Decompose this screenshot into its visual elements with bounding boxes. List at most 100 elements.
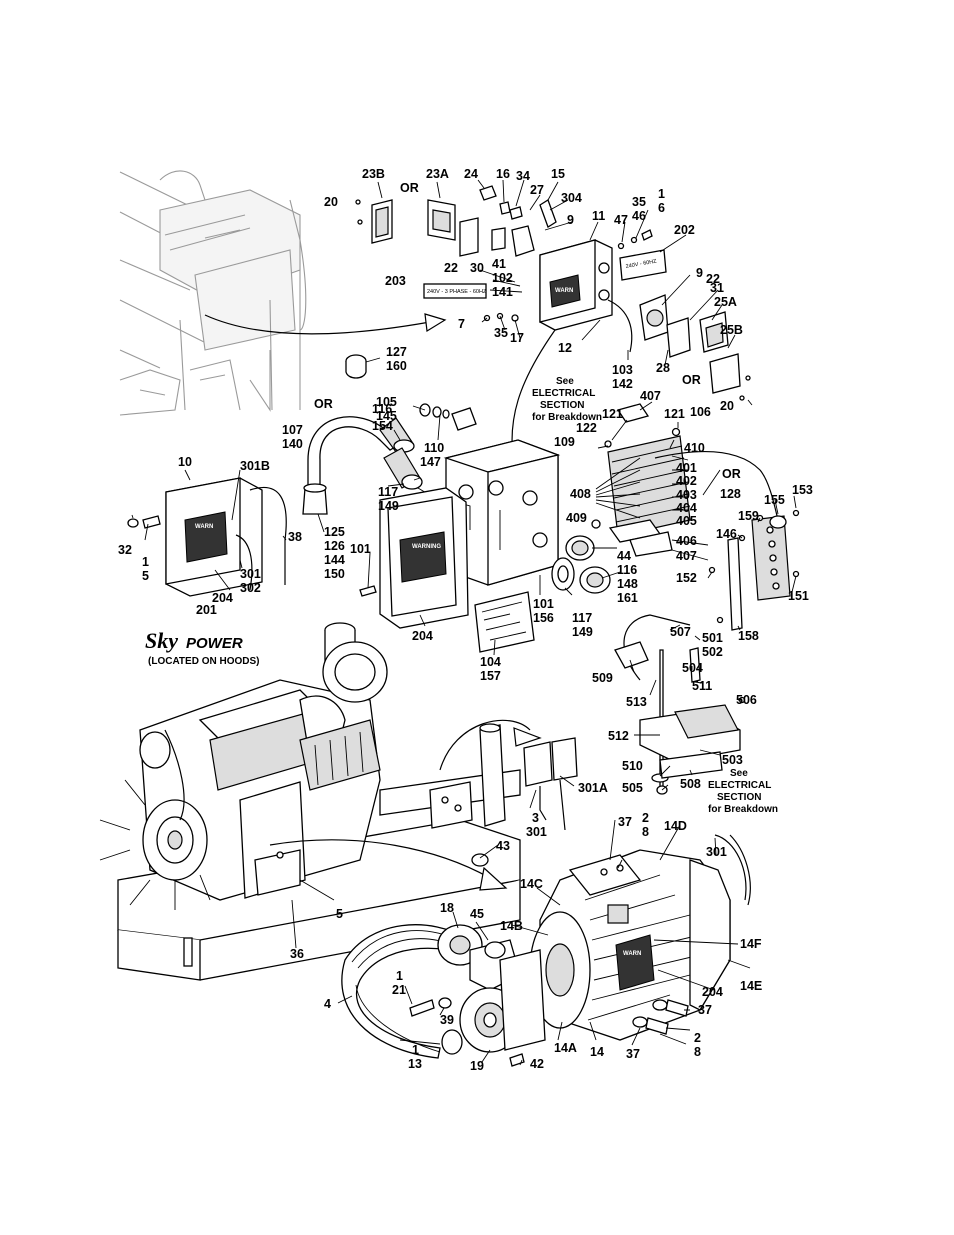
arrow-to-control-box: [204, 314, 431, 335]
nut-43: [471, 853, 489, 867]
part-label: 145: [376, 409, 397, 423]
part-label: OR: [314, 397, 333, 411]
washer-39: [438, 997, 452, 1009]
note-bottom-line2: ELECTRICAL: [708, 780, 771, 791]
plate-203: 240V - 3 PHASE - 60HZ: [423, 283, 487, 299]
bracket-128: [654, 450, 779, 521]
plate-45: [499, 949, 546, 1051]
part-label: 41: [492, 257, 506, 271]
svg-text:WARN: WARN: [623, 951, 641, 957]
part-label: 2: [694, 1031, 701, 1045]
note-top-line2: ELECTRICAL: [532, 388, 595, 399]
logo-sky: Sky: [145, 628, 178, 653]
part-label: 107: [282, 423, 303, 437]
part-label: 302: [240, 581, 261, 595]
part-label: 401: [676, 461, 697, 475]
part-label: 34: [516, 169, 530, 183]
part-label: 22: [706, 272, 720, 286]
part-label: 203: [385, 274, 406, 288]
part-label: 102: [492, 271, 513, 285]
note-top-line4: for Breakdown: [532, 412, 602, 423]
part-label: 1: [658, 187, 665, 201]
part-label: 44: [617, 549, 631, 563]
part-label: 148: [617, 577, 638, 591]
part-label: 14F: [740, 937, 762, 951]
cover-101: WARNING: [379, 487, 469, 629]
part-label: 103: [612, 363, 633, 377]
part-label: 105: [376, 395, 397, 409]
part-label: 406: [676, 534, 697, 548]
part-label: 10: [178, 455, 192, 469]
fitting-127: [345, 354, 367, 379]
part-label: 27: [530, 183, 544, 197]
fasteners-35-46-47: [617, 229, 653, 250]
part-label: 151: [788, 589, 809, 603]
switch-30: [491, 227, 506, 251]
part-label: 122: [576, 421, 597, 435]
part-label: 36: [290, 947, 304, 961]
switch-25A: [699, 311, 729, 353]
plate-202: 240V - 60HZ: [619, 249, 667, 281]
part-label: 508: [680, 777, 701, 791]
part-label: 158: [738, 629, 759, 643]
part-label: 25B: [720, 323, 743, 337]
part-label: 25A: [714, 295, 737, 309]
switch-25B: [709, 353, 741, 394]
part-label: 104: [480, 655, 501, 669]
part-label: 407: [640, 389, 661, 403]
part-label: 14C: [520, 877, 543, 891]
part-label: 19: [470, 1059, 484, 1073]
receptacle-9b: [639, 294, 669, 341]
part-label: 409: [566, 511, 587, 525]
part-label: 101: [533, 597, 554, 611]
part-label: 407: [676, 549, 697, 563]
part-label: 7: [458, 317, 465, 331]
skypower-logo: Sky POWER (LOCATED ON HOODS): [145, 628, 259, 667]
part-label: 505: [622, 781, 643, 795]
part-label: 4: [324, 997, 331, 1011]
arrow-to-generator: [269, 839, 491, 879]
part-label: 513: [626, 695, 647, 709]
part-label: 5: [336, 907, 343, 921]
part-label: 1: [142, 555, 149, 569]
plate-203-text: 240V - 3 PHASE - 60HZ: [427, 289, 487, 295]
part-label: 35: [632, 195, 646, 209]
cover-9a: [511, 225, 535, 257]
part-label: 121: [664, 407, 685, 421]
part-label: 142: [612, 377, 633, 391]
part-label: 121: [602, 407, 623, 421]
logo-location-note: (LOCATED ON HOODS): [148, 656, 259, 667]
bolt-21: [409, 999, 435, 1017]
part-label: 204: [702, 985, 723, 999]
parts-16-34-27: [499, 201, 523, 220]
part-label: 153: [792, 483, 813, 497]
part-label: 5: [142, 569, 149, 583]
part-label: 201: [196, 603, 217, 617]
screw-101a: [359, 585, 377, 597]
part-24: [479, 185, 497, 201]
part-label: 116: [372, 402, 392, 416]
part-label: 20: [720, 399, 734, 413]
part-label: 301B: [240, 459, 270, 473]
part-label: 37: [626, 1047, 640, 1061]
part-label: 42: [530, 1057, 544, 1071]
part-label: 1: [396, 969, 403, 983]
part-label: 24: [464, 167, 478, 181]
part-label: 14: [590, 1045, 604, 1059]
part-label: 15: [551, 167, 565, 181]
part-label: 204: [412, 629, 433, 643]
part-label: 39: [440, 1013, 454, 1027]
fasteners-37-2-8: [632, 999, 689, 1035]
part-label: 301: [706, 845, 727, 859]
screw-20a: [355, 199, 363, 225]
part-label: 38: [288, 530, 302, 544]
part-label: 13: [408, 1057, 422, 1071]
vehicle-frame-ghost: [119, 170, 307, 416]
part-label: 28: [656, 361, 670, 375]
part-label: 47: [614, 213, 628, 227]
terminal-strip-155: [751, 509, 800, 601]
part-label: 17: [510, 331, 524, 345]
part-label: 159: [738, 509, 759, 523]
part-label: 304: [561, 191, 582, 205]
